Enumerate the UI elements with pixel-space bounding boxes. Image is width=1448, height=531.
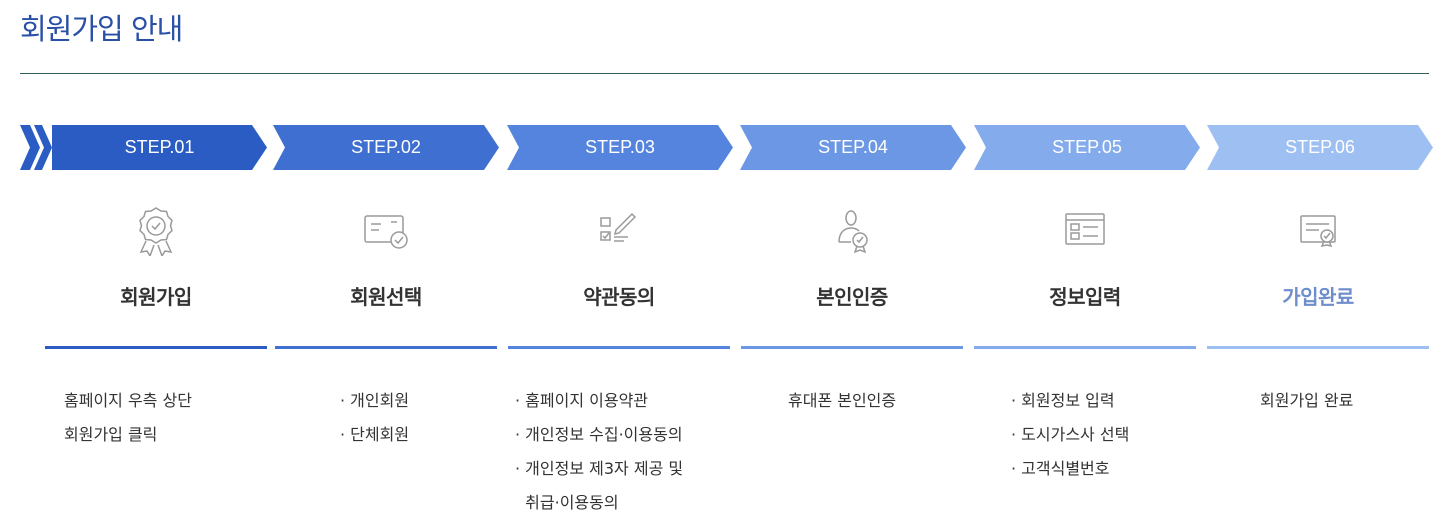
award-icon: [139, 207, 173, 256]
user-verify-icon: [838, 210, 868, 254]
step-label-3: STEP.03: [585, 137, 655, 157]
page-title: 회원가입 안내: [20, 12, 183, 46]
lead-chevron-icon: [20, 125, 52, 170]
step-label-2: STEP.02: [351, 137, 421, 157]
checklist-pen-icon: [600, 212, 637, 242]
step-name-4: 본인인증: [816, 285, 888, 309]
step-desc-3: · 홈페이지 이용약관 · 개인정보 수집·이용동의 · 개인정보 제3자 제공…: [515, 384, 683, 520]
step-column-1: 회원가입: [45, 200, 267, 349]
step-desc-3-line-4: 취급·이용동의: [515, 493, 619, 512]
step-desc-4: 휴대폰 본인인증: [788, 384, 896, 418]
member-card-icon: [364, 215, 408, 249]
step-banner-row: STEP.01 STEP.02 STEP.03 STEP.04 STEP.05 …: [20, 125, 1440, 170]
step-desc-5: · 회원정보 입력 · 도시가스사 선택 · 고객식별번호: [1011, 384, 1129, 486]
step-desc-3-line-3: · 개인정보 제3자 제공 및: [515, 459, 684, 478]
step-desc-5-line-2: · 도시가스사 선택: [1011, 425, 1130, 444]
title-divider: [20, 73, 1429, 74]
step-column-4: 본인인증: [741, 200, 963, 349]
step-banner-4: STEP.04: [740, 125, 966, 170]
step-column-3: 약관동의: [508, 200, 730, 349]
step-label-4: STEP.04: [818, 137, 888, 157]
step-underline-2: [275, 346, 497, 349]
step-underline-6: [1207, 346, 1429, 349]
step-underline-1: [45, 346, 267, 349]
step-desc-2: · 개인회원 · 단체회원: [340, 384, 409, 452]
step-banner-3: STEP.03: [507, 125, 733, 170]
step-banner-6: STEP.06: [1207, 125, 1433, 170]
step-label-5: STEP.05: [1052, 137, 1122, 157]
step-label-6: STEP.06: [1285, 137, 1355, 157]
step-name-1: 회원가입: [120, 285, 192, 309]
step-desc-4-line-1: 휴대폰 본인인증: [788, 391, 897, 410]
step-desc-3-line-2: · 개인정보 수집·이용동의: [515, 425, 683, 444]
step-banner-1: STEP.01: [52, 125, 267, 170]
step-underline-4: [741, 346, 963, 349]
step-desc-5-line-3: · 고객식별번호: [1011, 459, 1110, 478]
step-desc-2-line-1: · 개인회원: [340, 391, 410, 410]
step-column-2: 회원선택: [275, 200, 497, 349]
step-desc-6-line-1: 회원가입 완료: [1260, 391, 1354, 410]
step-desc-5-line-1: · 회원정보 입력: [1011, 391, 1115, 410]
step-underline-3: [508, 346, 730, 349]
form-input-icon: [1065, 213, 1105, 245]
step-name-5: 정보입력: [1049, 285, 1121, 309]
step-banner-2: STEP.02: [273, 125, 499, 170]
step-name-2: 회원선택: [350, 285, 422, 309]
document-check-icon: [1300, 215, 1336, 248]
step-desc-1: 홈페이지 우측 상단 회원가입 클릭: [64, 384, 192, 452]
step-desc-2-line-2: · 단체회원: [340, 425, 410, 444]
step-desc-6: 회원가입 완료: [1260, 384, 1353, 418]
step-desc-1-line-2: 회원가입 클릭: [64, 425, 158, 444]
step-name-6: 가입완료: [1282, 285, 1354, 309]
step-column-5: 정보입력: [974, 200, 1196, 349]
step-label-1: STEP.01: [124, 137, 195, 157]
step-banner-5: STEP.05: [974, 125, 1200, 170]
step-desc-3-line-1: · 홈페이지 이용약관: [515, 391, 649, 410]
step-name-3: 약관동의: [583, 285, 655, 309]
step-underline-5: [974, 346, 1196, 349]
step-column-6: 가입완료: [1207, 200, 1429, 349]
step-desc-1-line-1: 홈페이지 우측 상단: [64, 391, 192, 410]
